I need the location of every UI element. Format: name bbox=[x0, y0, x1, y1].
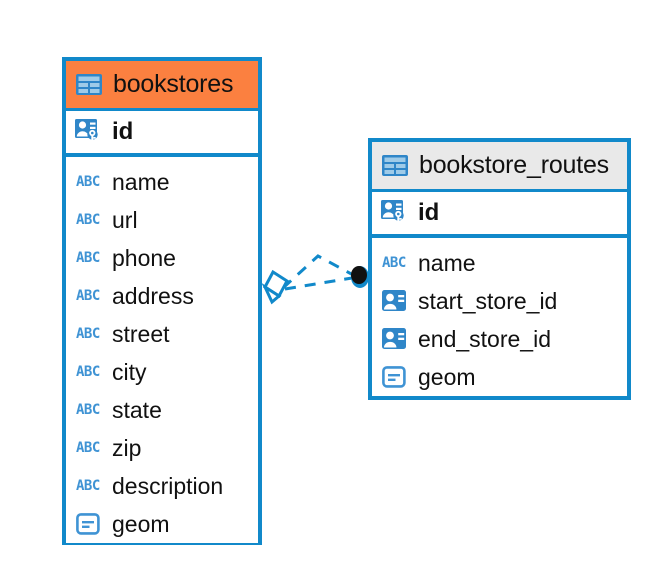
text-type-icon: ABC bbox=[76, 477, 100, 494]
relationship-line-lower bbox=[284, 276, 353, 291]
text-type-icon: ABC bbox=[76, 325, 100, 342]
field-row-description[interactable]: ABC description bbox=[66, 467, 258, 505]
field-label: name bbox=[418, 249, 476, 276]
entity-header-bookstore-routes[interactable]: bookstore_routes bbox=[372, 142, 627, 192]
text-type-icon: ABC bbox=[76, 401, 100, 418]
field-row-address[interactable]: ABC address bbox=[66, 277, 258, 315]
text-type-icon: ABC bbox=[76, 211, 100, 228]
field-label: url bbox=[112, 206, 138, 233]
foreign-key-icon bbox=[382, 290, 406, 311]
entity-title: bookstore_routes bbox=[419, 151, 609, 179]
field-label: id bbox=[112, 118, 134, 145]
diamond-marker bbox=[261, 269, 289, 305]
field-label: end_store_id bbox=[418, 325, 551, 352]
field-list-bookstore-routes: ABC name start_store_id bbox=[372, 238, 627, 404]
text-type-icon: ABC bbox=[76, 249, 100, 266]
field-row-city[interactable]: ABC city bbox=[66, 353, 258, 391]
field-row-url[interactable]: ABC url bbox=[66, 201, 258, 239]
field-row-state[interactable]: ABC state bbox=[66, 391, 258, 429]
field-row-start-store-id[interactable]: start_store_id bbox=[372, 282, 627, 320]
field-label: description bbox=[112, 472, 224, 499]
text-type-icon: ABC bbox=[76, 287, 100, 304]
field-label: state bbox=[112, 396, 162, 423]
field-label: zip bbox=[112, 434, 142, 461]
entity-header-bookstores[interactable]: bookstores bbox=[66, 61, 258, 111]
field-label: street bbox=[112, 320, 170, 347]
field-label: phone bbox=[112, 244, 176, 271]
field-label: address bbox=[112, 282, 194, 309]
field-row-primary-key[interactable]: id bbox=[372, 192, 627, 238]
field-row-primary-key[interactable]: id bbox=[66, 111, 258, 157]
geometry-type-icon bbox=[76, 512, 100, 535]
table-icon bbox=[76, 74, 102, 95]
primary-key-icon bbox=[75, 118, 98, 142]
text-type-icon: ABC bbox=[382, 254, 406, 271]
field-row-phone[interactable]: ABC phone bbox=[66, 239, 258, 277]
text-type-icon: ABC bbox=[76, 363, 100, 380]
field-label: start_store_id bbox=[418, 287, 558, 314]
foreign-key-icon bbox=[382, 328, 406, 349]
field-row-end-store-id[interactable]: end_store_id bbox=[372, 320, 627, 358]
field-row-geom[interactable]: geom bbox=[66, 505, 258, 543]
field-label: geom bbox=[418, 363, 476, 390]
relationship-line-upper bbox=[281, 254, 356, 290]
entity-bookstore-routes[interactable]: bookstore_routes bbox=[368, 138, 631, 400]
text-type-icon: ABC bbox=[76, 173, 100, 190]
field-list-bookstores: ABC name ABC url ABC phone ABC address A… bbox=[66, 157, 258, 551]
text-type-icon: ABC bbox=[76, 439, 100, 456]
field-label: name bbox=[112, 168, 170, 195]
entity-title: bookstores bbox=[113, 70, 234, 98]
field-label: geom bbox=[112, 510, 170, 537]
filled-circle-marker bbox=[351, 266, 369, 288]
field-row-name[interactable]: ABC name bbox=[66, 163, 258, 201]
field-row-name[interactable]: ABC name bbox=[372, 244, 627, 282]
table-icon bbox=[382, 155, 408, 176]
field-label: city bbox=[112, 358, 147, 385]
field-row-geom[interactable]: geom bbox=[372, 358, 627, 396]
entity-bookstores[interactable]: bookstores id bbox=[62, 57, 262, 545]
field-row-zip[interactable]: ABC zip bbox=[66, 429, 258, 467]
primary-key-icon bbox=[381, 199, 404, 223]
field-row-street[interactable]: ABC street bbox=[66, 315, 258, 353]
geometry-type-icon bbox=[382, 365, 406, 388]
field-label: id bbox=[418, 199, 440, 226]
